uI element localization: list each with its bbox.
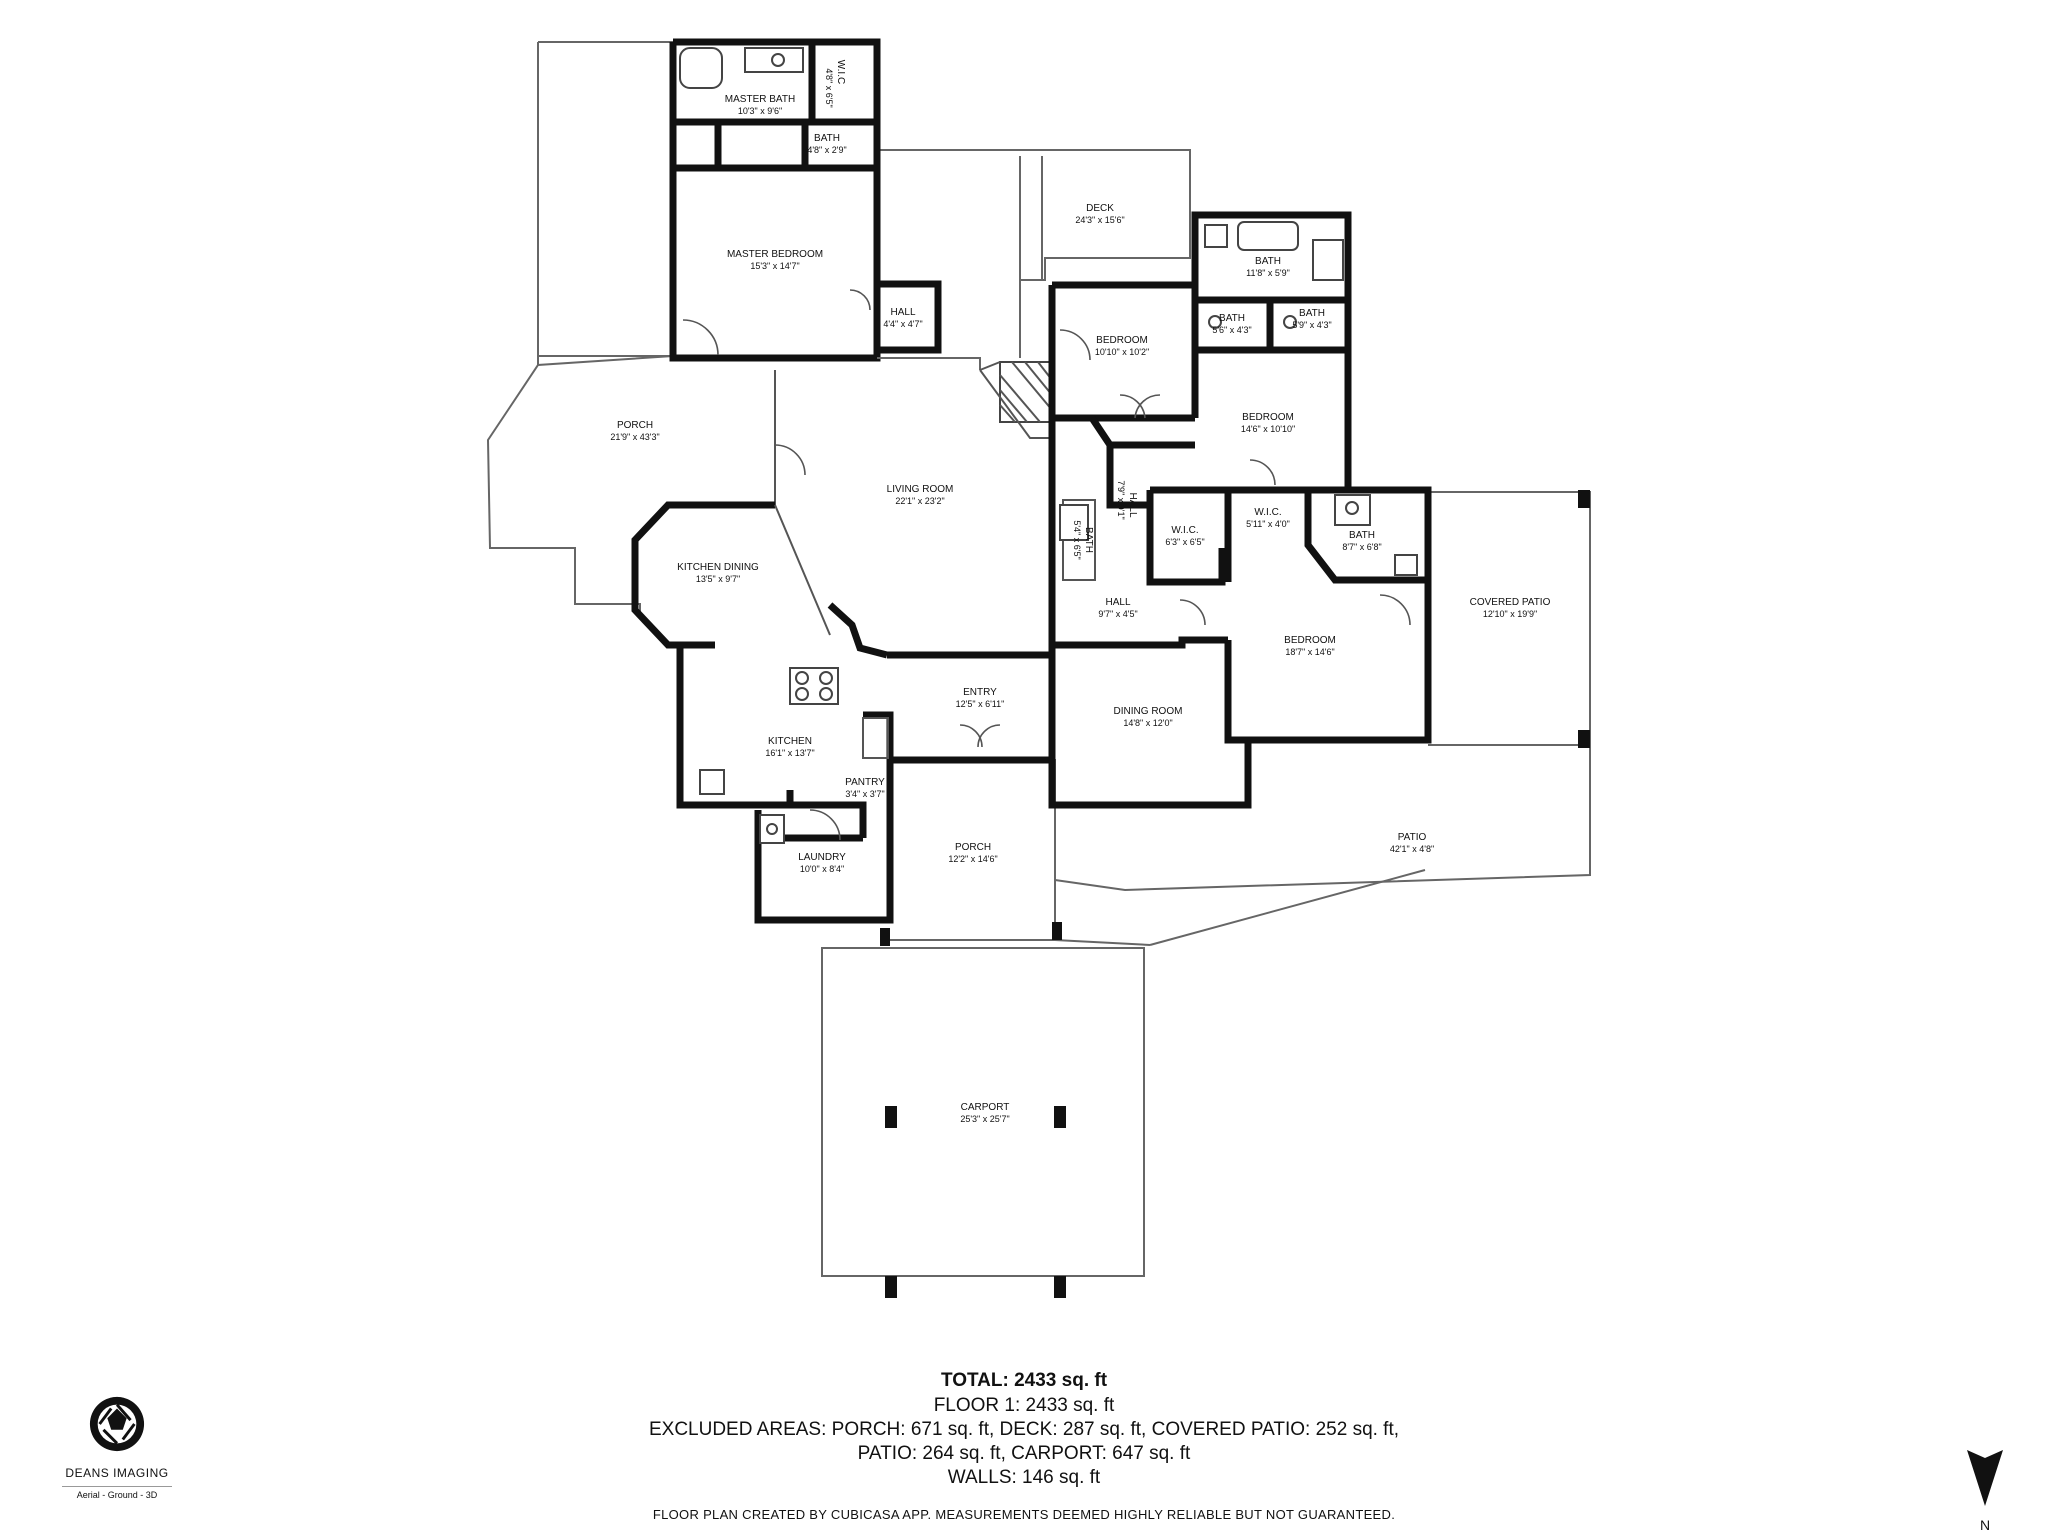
room-dims: 5'11" x 4'0"	[1246, 519, 1290, 529]
room-dims: 21'9" x 43'3"	[610, 432, 659, 442]
room-label: HALL	[890, 307, 915, 318]
posts	[880, 490, 1590, 1298]
room-label: LIVING ROOM	[887, 484, 954, 495]
room-label: PORCH	[617, 420, 653, 431]
room-dims: 11'8" x 5'9"	[1246, 268, 1290, 278]
walls	[631, 38, 1432, 924]
floor-area: FLOOR 1: 2433 sq. ft	[933, 1395, 1115, 1416]
room-label: BEDROOM	[1242, 412, 1294, 423]
room-label: W.I.C.	[1254, 507, 1281, 518]
room-dims: 42'1" x 4'8"	[1390, 844, 1434, 854]
room-label: MASTER BATH	[725, 94, 795, 105]
kitchen-sink	[699, 769, 725, 795]
room-dims: 13'5" x 9'7"	[696, 574, 740, 584]
room-label: W.I.C.	[1171, 525, 1198, 536]
room-dims: 22'1" x 23'2"	[895, 496, 944, 506]
room-label: BATH	[1255, 256, 1281, 267]
room-label: HALL	[1105, 597, 1130, 608]
room-dims: 18'7" x 14'6"	[1285, 647, 1334, 657]
room-label: CARPORT	[961, 1102, 1010, 1113]
room-dims: 4'8" x 2'9"	[807, 145, 846, 155]
room-dims: 9'7" x 4'5"	[1098, 609, 1137, 619]
north-arrow-icon	[1967, 1450, 2003, 1506]
room-dims: 8'7" x 6'8"	[1342, 542, 1381, 552]
room-label: DECK	[1086, 203, 1114, 214]
master-bathtub	[679, 47, 723, 89]
room-label: BATH	[1299, 308, 1325, 319]
room-dims: 14'6" x 10'10"	[1241, 424, 1295, 434]
room-label: BATH	[1219, 313, 1245, 324]
bath-se-toilet	[1394, 554, 1418, 576]
covered-patio-outline	[1428, 491, 1591, 746]
room-dims: 25'3" x 25'7"	[960, 1114, 1009, 1124]
porch-west-lower-outline	[486, 355, 674, 612]
room-dims: 15'3" x 14'7"	[750, 261, 799, 271]
room-label: BATH	[1349, 530, 1375, 541]
north-compass: N	[1965, 1448, 2005, 1533]
room-label: KITCHEN	[768, 736, 812, 747]
room-label: W.I.C	[835, 60, 846, 84]
room-label: BEDROOM	[1284, 635, 1336, 646]
room-dims: 7'9" x 9'1"	[1116, 480, 1126, 519]
room-dims: 24'3" x 15'6"	[1075, 215, 1124, 225]
disclaimer: FLOOR PLAN CREATED BY CUBICASA APP. MEAS…	[652, 1507, 1396, 1522]
room-dims: 6'3" x 6'5"	[1165, 537, 1204, 547]
room-label: BEDROOM	[1096, 335, 1148, 346]
room-dims: 3'4" x 3'7"	[845, 789, 884, 799]
room-dims: 10'3" x 9'6"	[738, 106, 782, 116]
room-label: DINING ROOM	[1114, 706, 1183, 717]
room-label: COVERED PATIO	[1470, 597, 1551, 608]
room-dims: 4'8" x 6'5"	[824, 68, 834, 107]
room-label: ENTRY	[963, 687, 997, 698]
total-area: TOTAL: 2433 sq. ft	[940, 1370, 1108, 1391]
company-name: DEANS IMAGING	[65, 1466, 169, 1480]
room-dims: 5'4" x 6'5"	[1072, 520, 1082, 559]
bath-tub-east	[1237, 221, 1299, 251]
room-label: HALL	[1127, 492, 1138, 517]
company-tagline: Aerial - Ground - 3D	[62, 1486, 172, 1500]
toilet-east	[1204, 224, 1228, 248]
room-dims: 5'6" x 4'3"	[1212, 325, 1251, 335]
room-label: LAUNDRY	[798, 852, 846, 863]
patio-outline	[1054, 745, 1591, 892]
bath-center-fixture	[1059, 504, 1089, 541]
room-dims: 12'2" x 14'6"	[948, 854, 997, 864]
room-label: MASTER BEDROOM	[727, 249, 823, 260]
room-dims: 14'8" x 12'0"	[1123, 718, 1172, 728]
fixtures	[679, 47, 1418, 844]
doors	[682, 289, 1411, 841]
room-labels: MASTER BATH 10'3" x 9'6" W.I.C 4'8" x 6'…	[610, 60, 1550, 1124]
room-label: BATH	[1083, 527, 1094, 553]
room-dims: 12'10" x 19'9"	[1483, 609, 1537, 619]
company-logo: DEANS IMAGING Aerial - Ground - 3D	[52, 1395, 182, 1500]
room-label: PATIO	[1398, 832, 1427, 843]
room-label: PANTRY	[845, 777, 885, 788]
room-dims: 5'9" x 4'3"	[1292, 320, 1331, 330]
exterior-areas	[486, 41, 1591, 1277]
excluded-areas-line-1: EXCLUDED AREAS: PORCH: 671 sq. ft, DECK:…	[648, 1419, 1400, 1440]
excluded-areas-line-2: PATIO: 264 sq. ft, CARPORT: 647 sq. ft	[857, 1443, 1191, 1464]
carport-outline	[821, 947, 1145, 1277]
room-label: PORCH	[955, 842, 991, 853]
compass-label: N	[1979, 1517, 1991, 1533]
room-dims: 16'1" x 13'7"	[765, 748, 814, 758]
room-label: KITCHEN DINING	[677, 562, 759, 573]
room-dims: 12'5" x 6'11"	[956, 699, 1005, 709]
camera-aperture-icon	[89, 1396, 145, 1452]
room-dims: 10'10" x 10'2"	[1095, 347, 1149, 357]
room-label: BATH	[814, 133, 840, 144]
porch-west-outline	[537, 41, 674, 357]
walls-area: WALLS: 146 sq. ft	[947, 1467, 1101, 1488]
room-dims: 4'4" x 4'7"	[883, 319, 922, 329]
room-dims: 10'0" x 8'4"	[800, 864, 844, 874]
vanity-east	[1312, 239, 1344, 281]
